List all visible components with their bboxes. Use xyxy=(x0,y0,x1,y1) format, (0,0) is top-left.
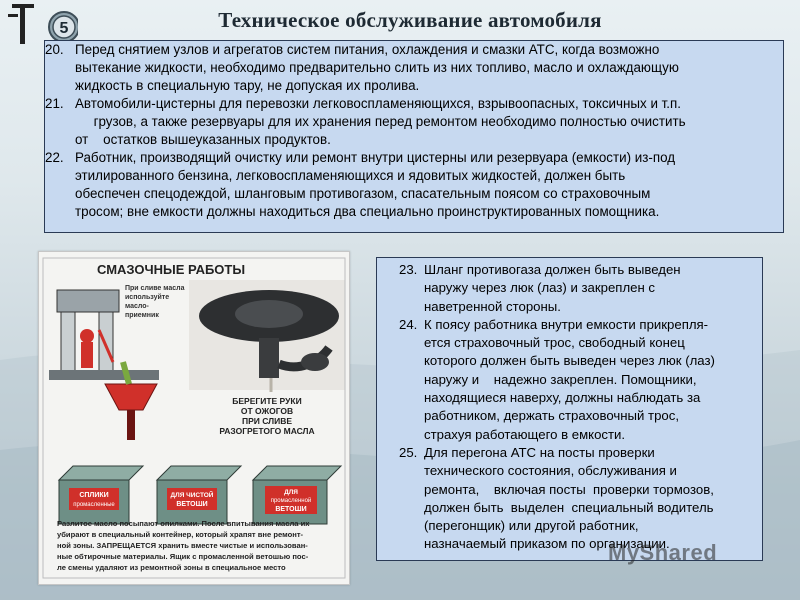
oil-pan-illustration xyxy=(189,280,345,392)
top-rule-item: 22. Работник, производящий очистку или ре… xyxy=(45,149,783,221)
right-rule-item-number: 24. xyxy=(399,316,418,332)
right-rule-item-line: которого должен быть выведен через люк (… xyxy=(424,353,715,369)
car-lift-illustration xyxy=(49,289,159,380)
svg-text:промасленные: промасленные xyxy=(73,502,115,508)
top-rule-item-number: 21. xyxy=(45,96,64,111)
logo-number: 5 xyxy=(60,20,69,37)
top-rule-item-line: Автомобили-цистерны для перевозки легков… xyxy=(75,96,681,111)
right-rule-item-line: наветренной стороны. xyxy=(424,298,561,314)
right-rule-item-line: назначаемый приказом по организации. xyxy=(424,536,670,552)
svg-text:ДЛЯ: ДЛЯ xyxy=(284,489,298,496)
top-rules-list: 20. Перед снятием узлов и агрегатов систе… xyxy=(45,41,783,221)
top-rule-item-line: от остатков вышеуказанных продуктов. xyxy=(75,132,331,147)
right-rule-item-line: ется страховочный трос, свободный конец xyxy=(424,335,685,351)
right-rule-item-line: наружу через люк (лаз) и закреплен с xyxy=(424,280,656,296)
svg-text:ной зоны. ЗАПРЕЩАЕТСЯ хранить: ной зоны. ЗАПРЕЩАЕТСЯ хранить вместе чис… xyxy=(57,541,308,550)
poster-footer-text: Разлитое масло посыпают опилками. После … xyxy=(57,519,310,572)
top-rule-item-line: Перед снятием узлов и агрегатов систем п… xyxy=(75,42,660,57)
right-rule-item-line: Шланг противогаза должен быть выведен xyxy=(424,262,681,277)
svg-text:РАЗОГРЕТОГО МАСЛА: РАЗОГРЕТОГО МАСЛА xyxy=(219,426,314,436)
svg-text:ные обтирочные материалы. Ящик: ные обтирочные материалы. Ящик с промасл… xyxy=(57,552,309,561)
svg-text:При сливе масла: При сливе масла xyxy=(125,285,185,292)
right-rule-item-line: (перегонщик) или другой работник, xyxy=(424,518,639,534)
right-rule-item-number: 23. xyxy=(399,262,418,277)
page-title: Техническое обслуживание автомобиля xyxy=(218,8,602,32)
bin-oily-rags: ДЛЯ промасленной ВЕТОШИ xyxy=(251,465,343,525)
right-rule-item-line: Для перегона АТС на посты проверки xyxy=(424,444,655,460)
right-rule-item-number: 25. xyxy=(399,444,418,460)
top-rule-item-line: Работник, производящий очистку или ремон… xyxy=(75,150,676,165)
hands-warning-callout: БЕРЕГИТЕ РУКИ ОТ ОЖОГОВ ПРИ СЛИВЕ РАЗОГР… xyxy=(219,396,314,436)
oil-receiver-icon xyxy=(104,361,158,440)
right-rule-item-line: работником, держать страховочный трос, xyxy=(424,408,680,424)
svg-text:Разлитое масло посыпают опилка: Разлитое масло посыпают опилками. После … xyxy=(57,519,310,528)
right-rules-list: 23. Шланг противогаза должен быть выведен… xyxy=(377,258,762,554)
svg-text:приемник: приемник xyxy=(125,312,159,319)
svg-text:используйте: используйте xyxy=(125,293,169,301)
right-rule-item-line: находящиеся наверху, должны наблюдать за xyxy=(424,390,701,406)
receiver-callout: При сливе масла используйте масло- прием… xyxy=(125,285,185,319)
right-rule-item-line: страхуя работающего в емкости. xyxy=(424,426,626,442)
right-rule-item: 23. Шланг противогаза должен быть выведен… xyxy=(377,261,762,316)
svg-text:масло-: масло- xyxy=(125,303,150,310)
right-rule-item-line: должен быть выделен специальный водитель xyxy=(424,499,714,515)
right-rule-item-line: К поясу работника внутри емкости прикреп… xyxy=(424,316,709,332)
svg-text:промасленной: промасленной xyxy=(271,497,312,504)
right-rule-item-line: технического состояния, обслуживания и xyxy=(424,463,677,479)
svg-text:ле смены удаляют из ремонтной: ле смены удаляют из ремонтной зоны в спе… xyxy=(57,563,286,572)
right-rule-item: 24. К поясу работника внутри емкости прик… xyxy=(377,316,762,444)
top-rule-item-number: 22. xyxy=(45,150,64,165)
svg-text:ОТ ОЖОГОВ: ОТ ОЖОГОВ xyxy=(241,406,293,416)
top-rule-item-line: тросом; вне емкости должны находиться дв… xyxy=(75,204,660,219)
top-rule-item-line: вытекание жидкости, необходимо предварит… xyxy=(75,60,679,75)
top-rule-item: 21. Автомобили-цистерны для перевозки лег… xyxy=(45,95,783,149)
svg-text:ВЕТОШИ: ВЕТОШИ xyxy=(176,501,207,508)
right-rule-item-line: наружу и надежно закреплен. Помощники, xyxy=(424,371,697,387)
watermark: MyShared xyxy=(608,540,718,565)
right-rule-item: 25. Для перегона АТС на посты проверки тех… xyxy=(377,444,762,554)
poster-illustration: СМАЗОЧНЫЕ РАБОТЫ При сливе масла использ… xyxy=(42,257,346,579)
svg-text:ВЕТОШИ: ВЕТОШИ xyxy=(275,506,306,513)
logo: 5 xyxy=(8,4,78,44)
svg-text:ПРИ СЛИВЕ: ПРИ СЛИВЕ xyxy=(242,416,292,426)
svg-text:ДЛЯ ЧИСТОЙ: ДЛЯ ЧИСТОЙ xyxy=(171,490,214,499)
poster-heading: СМАЗОЧНЫЕ РАБОТЫ xyxy=(97,262,245,277)
top-rule-item-line: обеспечен спецодеждой, шланговым противо… xyxy=(75,186,651,201)
right-rules-box: 23. Шланг противогаза должен быть выведен… xyxy=(376,257,763,561)
top-rule-item-line: грузов, а также резервуары для их хранен… xyxy=(75,114,686,129)
svg-text:БЕРЕГИТЕ РУКИ: БЕРЕГИТЕ РУКИ xyxy=(232,396,301,406)
bin-clean-rags: ДЛЯ ЧИСТОЙ ВЕТОШИ xyxy=(155,465,243,525)
top-rule-item-number: 20. xyxy=(45,42,64,57)
svg-text:убирают в специальный контейне: убирают в специальный контейнер, который… xyxy=(57,530,304,539)
bin-sawdust: СПЛИКИ промасленные xyxy=(57,465,145,525)
svg-text:СПЛИКИ: СПЛИКИ xyxy=(79,492,108,499)
lubrication-poster: СМАЗОЧНЫЕ РАБОТЫ При сливе масла использ… xyxy=(38,251,350,585)
right-rule-item-line: ремонта, включая посты проверки тормозов… xyxy=(424,481,714,497)
top-rule-item-line: этилированного бензина, легковоспламеняю… xyxy=(75,168,626,183)
top-rules-box: 20. Перед снятием узлов и агрегатов систе… xyxy=(44,40,784,233)
top-rule-item: 20. Перед снятием узлов и агрегатов систе… xyxy=(45,41,783,95)
top-rule-item-line: жидкость в специальную тару, не допуская… xyxy=(75,78,420,93)
